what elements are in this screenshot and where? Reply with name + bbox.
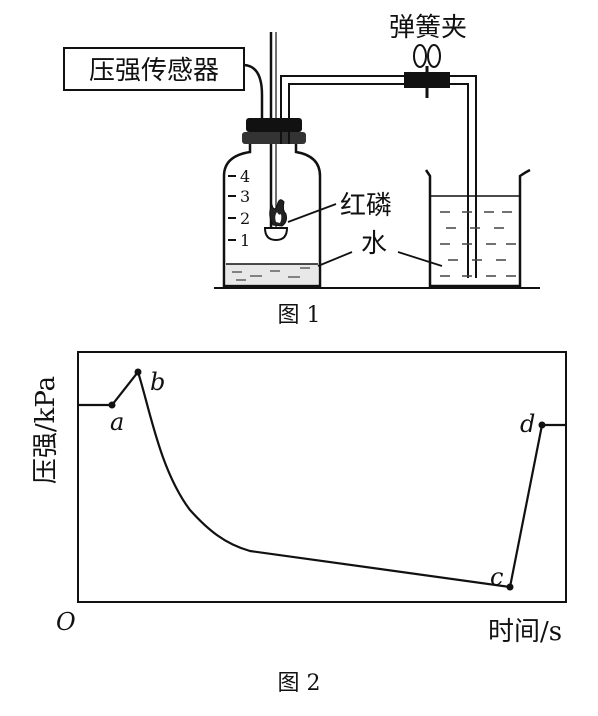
figure-1-caption: 图 1 xyxy=(278,303,321,328)
x-axis-label: 时间/s xyxy=(488,617,562,647)
gas-bottle: 4 3 2 1 xyxy=(222,144,322,288)
spring-clip-icon xyxy=(404,44,450,98)
rubber-stopper xyxy=(242,118,306,144)
point-c xyxy=(506,583,514,591)
spring-clip-label: 弹簧夹 xyxy=(389,13,467,43)
water-label: 水 xyxy=(361,229,387,259)
scale-tick-2: 2 xyxy=(240,209,250,228)
figure-2-caption: 图 2 xyxy=(278,671,321,696)
point-d xyxy=(538,421,546,429)
beaker xyxy=(424,168,531,288)
pressure-sensor-label: 压强传感器 xyxy=(89,56,219,86)
point-a-label: a xyxy=(110,408,124,436)
chart-frame xyxy=(77,351,567,603)
origin-label: O xyxy=(56,608,76,636)
red-phosphorus-label: 红磷 xyxy=(340,191,392,221)
point-a xyxy=(108,401,116,409)
point-d-label: d xyxy=(520,410,535,438)
figure-1: 压强传感器 xyxy=(63,13,540,328)
pressure-sensor: 压强传感器 xyxy=(63,47,264,118)
scale-tick-3: 3 xyxy=(240,187,250,206)
point-c-label: c xyxy=(490,563,503,591)
y-axis-label: 压强/kPa xyxy=(31,376,61,484)
flame-icon xyxy=(269,199,287,227)
pressure-curve xyxy=(78,369,566,589)
point-b xyxy=(134,368,142,376)
connecting-tube xyxy=(280,75,477,278)
scale-tick-4: 4 xyxy=(240,167,250,186)
point-b-label: b xyxy=(150,368,165,396)
figure-2-chart: 压强/kPa O 时间/s a b c d 图 2 xyxy=(31,351,567,696)
scale-tick-1: 1 xyxy=(240,231,250,250)
